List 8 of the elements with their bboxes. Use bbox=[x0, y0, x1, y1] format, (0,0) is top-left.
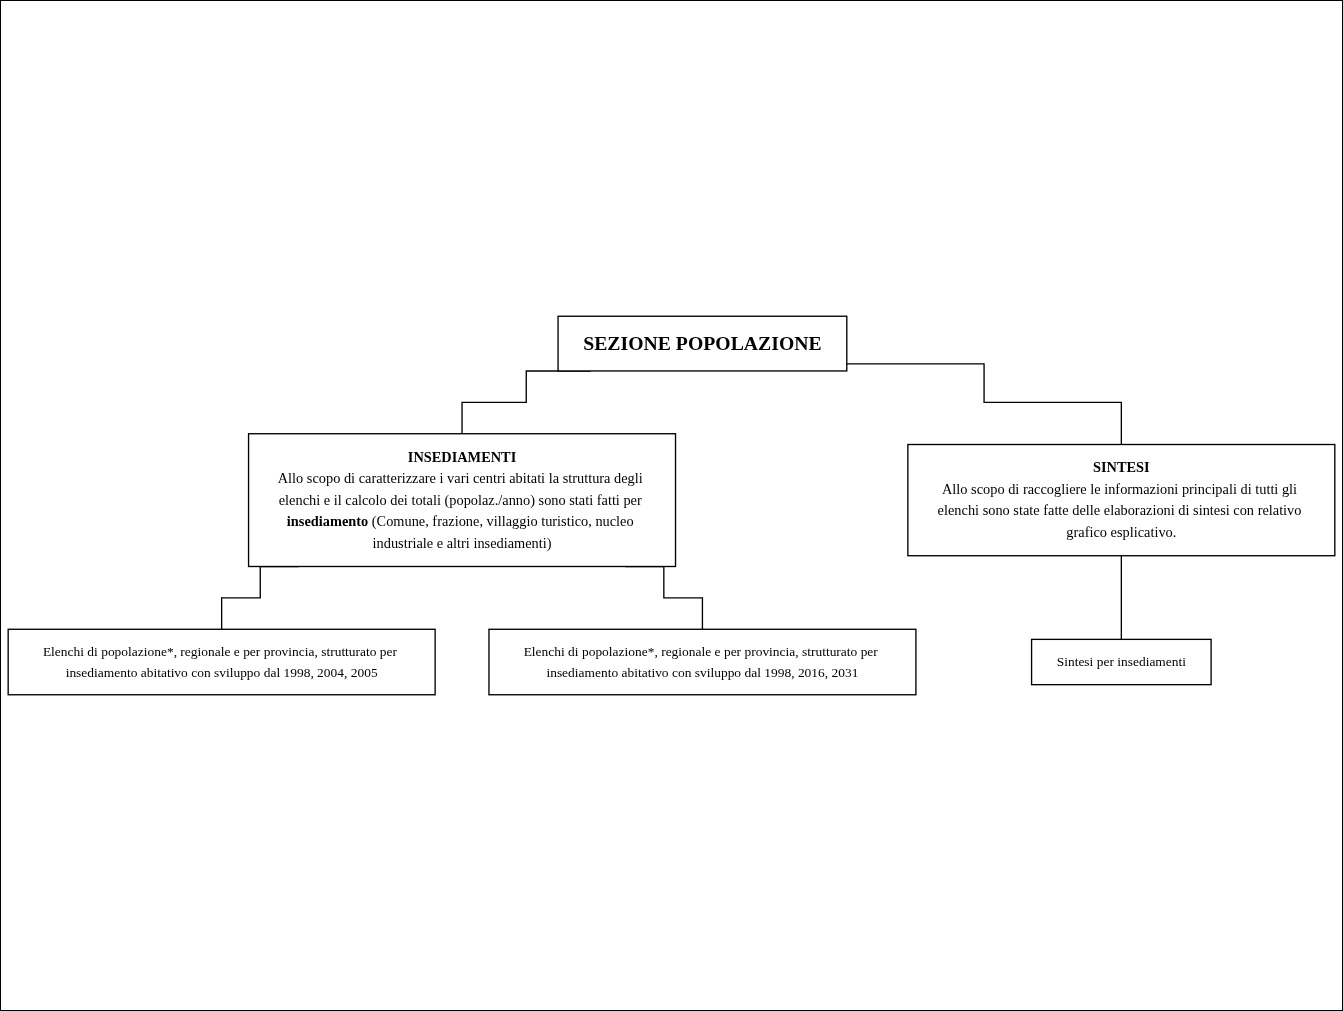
node-box: Sintesi per insediamenti bbox=[1030, 638, 1212, 686]
node-box: INSEDIAMENTI Allo scopo di caratterizzare i vari centri abitati la struttura degli elenchi e il calcolo dei totali (popolaz./anno) sono stati fatti per insediamento (Comune, frazione, villaggio turistico, nucleo industriale e altri insediamenti) bbox=[247, 433, 677, 568]
connector bbox=[846, 363, 1123, 446]
connector bbox=[1120, 555, 1123, 641]
node-box: Elenchi di popolazione*, regionale e per provincia, strutturato per insediamento abitativo con sviluppo dal 1998, 2004, 2005 bbox=[7, 628, 436, 696]
node-box: Elenchi di popolazione*, regionale e per provincia, strutturato per insediamento abitativo con sviluppo dal 1998, 2016, 2031 bbox=[488, 628, 917, 696]
node-box: SEZIONE POPOLAZIONE bbox=[557, 315, 848, 372]
node-box: SINTESI Allo scopo di raccogliere le informazioni principali di tutti gli elenchi sono state fatte delle elaborazioni di sintesi con relativo grafico esplicativo. bbox=[907, 443, 1336, 557]
